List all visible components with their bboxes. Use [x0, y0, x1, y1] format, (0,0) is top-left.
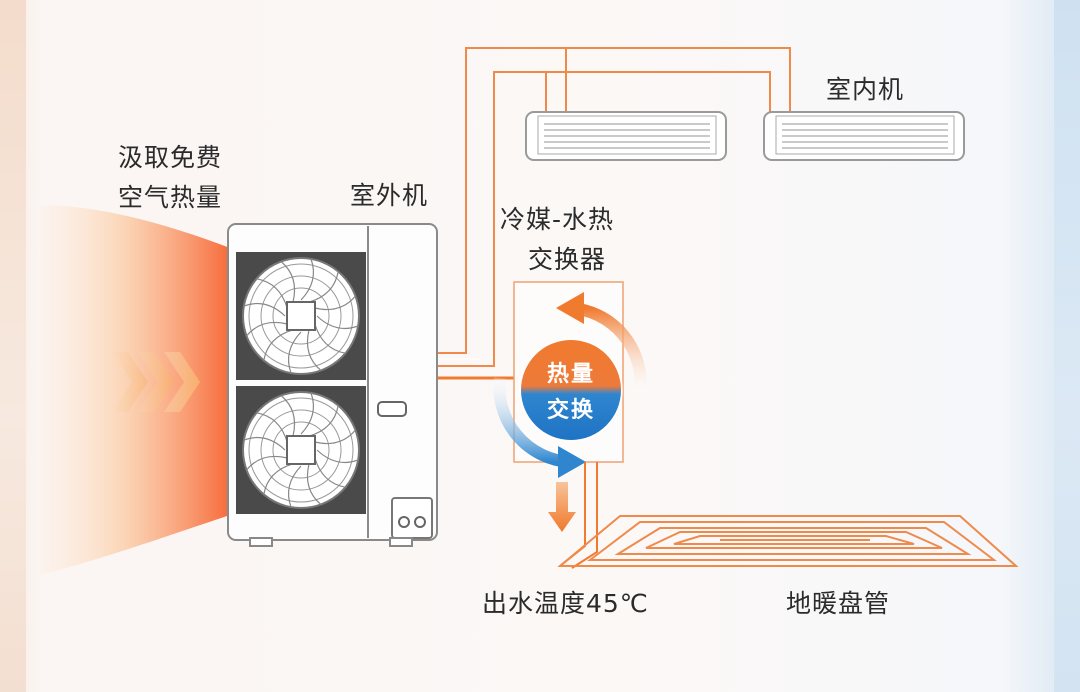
right-edge-panel [1054, 0, 1080, 692]
badge-label-top: 热量 [546, 362, 595, 387]
exchange-arrow-icon [493, 292, 647, 478]
outdoor-unit-label: 室外机 [350, 181, 429, 210]
water-temp-label: 出水温度45℃ [482, 589, 649, 618]
chevron-arrow-icon [112, 352, 200, 412]
heat-exchanger-label-line1: 冷媒-水热 [500, 205, 615, 234]
air-heat-label-line1: 汲取免费 [118, 143, 223, 172]
handle-icon [377, 401, 407, 417]
badge-label-bottom: 交换 [546, 398, 595, 423]
heat-exchanger-label-line2: 交换器 [528, 245, 607, 274]
down-arrow-icon [548, 482, 576, 532]
indoor-unit-2 [763, 111, 965, 161]
air-heat-label-line2: 空气热量 [118, 183, 223, 212]
indoor-unit-1 [525, 111, 727, 161]
floor-heating-label: 地暖盘管 [786, 589, 891, 618]
heat-exchanger-label: 冷媒-水热 交换器 [500, 200, 614, 280]
indoor-unit-label: 室内机 [826, 75, 905, 104]
left-edge-panel [0, 0, 26, 692]
floor-coil [557, 515, 1019, 567]
heat-exchange-badge: 热量 交换 [521, 340, 621, 440]
fan-icon [242, 391, 360, 509]
air-heat-label: 汲取免费 空气热量 [118, 138, 222, 218]
fan-icon [242, 257, 360, 375]
outdoor-unit [227, 223, 438, 547]
refrigerant-pipes [436, 47, 791, 367]
